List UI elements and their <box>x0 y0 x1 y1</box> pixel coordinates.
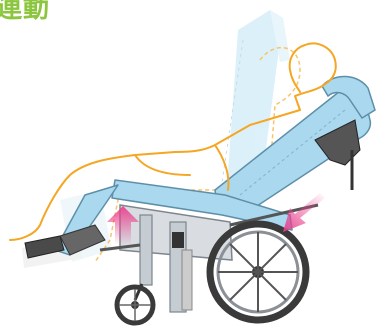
diagonal-arrow-pink <box>283 193 325 232</box>
front-caster <box>117 284 153 323</box>
rear-wheel <box>210 224 306 320</box>
